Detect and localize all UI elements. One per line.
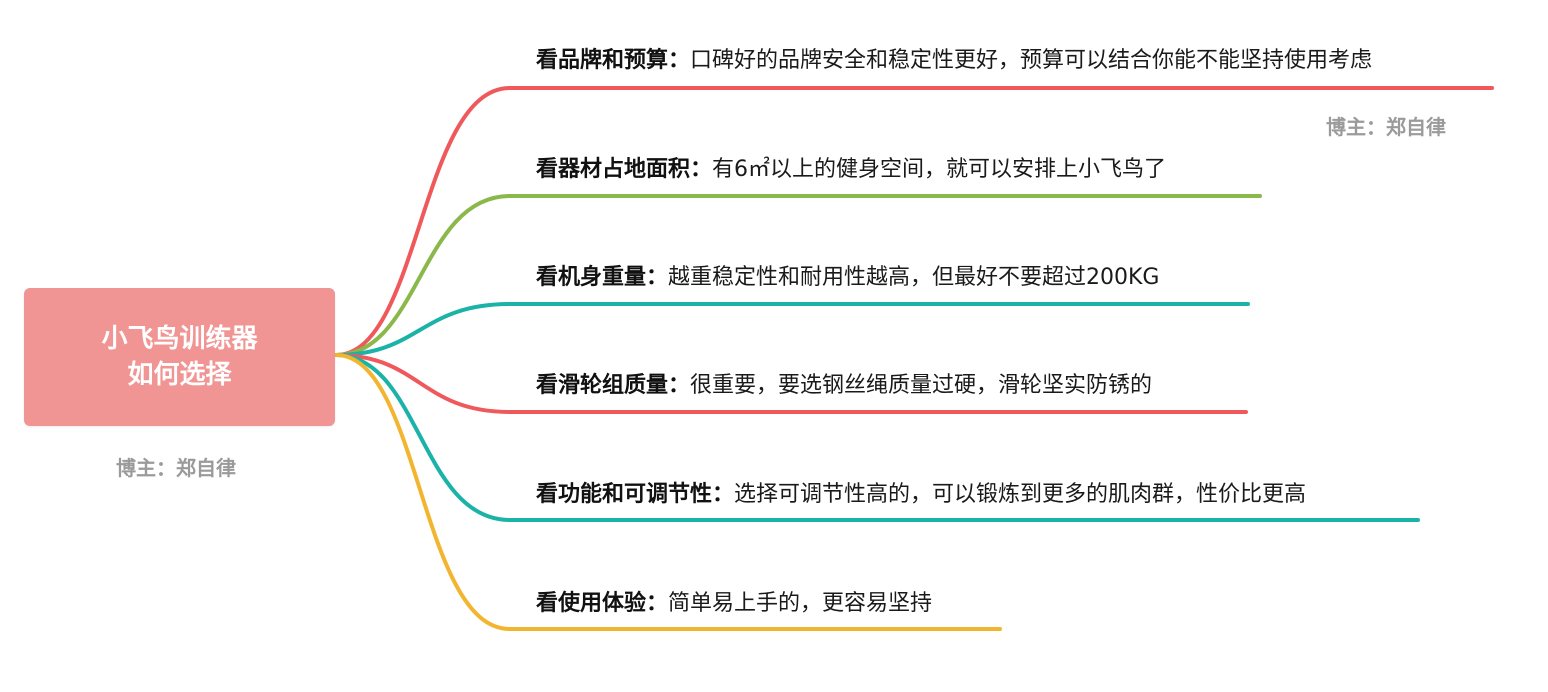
branch-item-adjustability: 看功能和可调节性：选择可调节性高的，可以锻炼到更多的肌肉群，性价比更高 xyxy=(536,481,1306,509)
author-watermark-center: 博主：郑自律 xyxy=(116,456,236,480)
central-topic-line-2: 如何选择 xyxy=(127,360,232,390)
branch-item-machine-weight: 看机身重量：越重稳定性和耐用性越高，但最好不要超过200KG xyxy=(536,264,1159,292)
branch-detail: 越重稳定性和耐用性越高，但最好不要超过200KG xyxy=(668,265,1160,290)
branch-key: 看使用体验： xyxy=(536,591,669,616)
connector-branch-3 xyxy=(334,302,1250,357)
branch-item-brand-budget: 看品牌和预算：口碑好的品牌安全和稳定性更好，预算可以结合你能不能坚持使用考虑 xyxy=(536,47,1372,75)
branch-key: 看功能和可调节性： xyxy=(536,482,735,507)
branch-detail: 选择可调节性高的，可以锻炼到更多的肌肉群，性价比更高 xyxy=(734,482,1307,507)
branch-item-floor-space: 看器材占地面积：有6㎡以上的健身空间，就可以安排上小飞鸟了 xyxy=(536,156,1166,184)
connector-branch-1 xyxy=(334,86,1494,357)
branch-item-pulley-quality: 看滑轮组质量：很重要，要选钢丝绳质量过硬，滑轮坚实防锈的 xyxy=(536,372,1152,400)
branch-detail: 简单易上手的，更容易坚持 xyxy=(668,591,933,616)
branch-detail: 有6㎡以上的健身空间，就可以安排上小飞鸟了 xyxy=(712,157,1167,182)
branch-key: 看器材占地面积： xyxy=(536,157,713,182)
branch-detail: 口碑好的品牌安全和稳定性更好，预算可以结合你能不能坚持使用考虑 xyxy=(690,48,1373,73)
central-topic-line-1: 小飞鸟训练器 xyxy=(101,324,258,354)
author-watermark-top: 博主：郑自律 xyxy=(1326,115,1446,139)
branch-key: 看品牌和预算： xyxy=(536,48,691,73)
connector-branch-5 xyxy=(334,353,1420,522)
central-topic-node: 小飞鸟训练器 如何选择 xyxy=(24,288,335,426)
connector-branch-4 xyxy=(334,353,1248,414)
connector-branch-6 xyxy=(334,353,1002,631)
branch-detail: 很重要，要选钢丝绳质量过硬，滑轮坚实防锈的 xyxy=(690,373,1153,398)
branch-key: 看机身重量： xyxy=(536,265,669,290)
connector-branch-2 xyxy=(334,194,1262,357)
branch-item-user-experience: 看使用体验：简单易上手的，更容易坚持 xyxy=(536,590,932,618)
branch-key: 看滑轮组质量： xyxy=(536,373,691,398)
